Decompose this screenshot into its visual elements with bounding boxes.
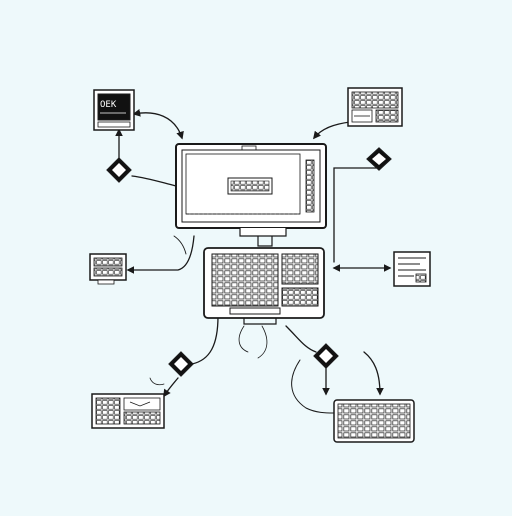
document-device-icon [393, 251, 431, 287]
compact-keyboard-icon [333, 399, 415, 443]
monitor-icon [175, 143, 327, 247]
connector-panel-to-monitor [313, 121, 351, 140]
connector-keyboard-to-compact-keyboard [363, 351, 384, 396]
terminal-screen-text: OEK [100, 100, 117, 110]
cable-squiggle [238, 325, 249, 353]
diamond-inner [319, 349, 333, 363]
cable-squiggle [149, 377, 165, 386]
server-box-icon [91, 393, 165, 429]
connector-terminal-to-monitor [132, 109, 184, 140]
card-reader-icon [89, 253, 127, 285]
connector-diamond-to-server [163, 377, 179, 398]
diamond-inner [372, 153, 386, 165]
connector-keyboard-to-server [191, 315, 219, 365]
connector-cable-swirl [291, 359, 335, 414]
diamond-inner [112, 163, 126, 177]
connector-reader-to-keyboard [126, 235, 195, 274]
connector-right-bus [333, 167, 379, 263]
panel-device-icon [347, 87, 403, 127]
keyboard-icon [203, 247, 325, 325]
connector-diamond-to-monitor [131, 175, 177, 187]
small-terminal-icon: OEK [93, 89, 135, 131]
cable-squiggle [257, 325, 268, 359]
connector-keyboard-to-diamond [285, 325, 317, 353]
diamond-inner [174, 357, 188, 371]
cable-squiggle [173, 235, 187, 255]
